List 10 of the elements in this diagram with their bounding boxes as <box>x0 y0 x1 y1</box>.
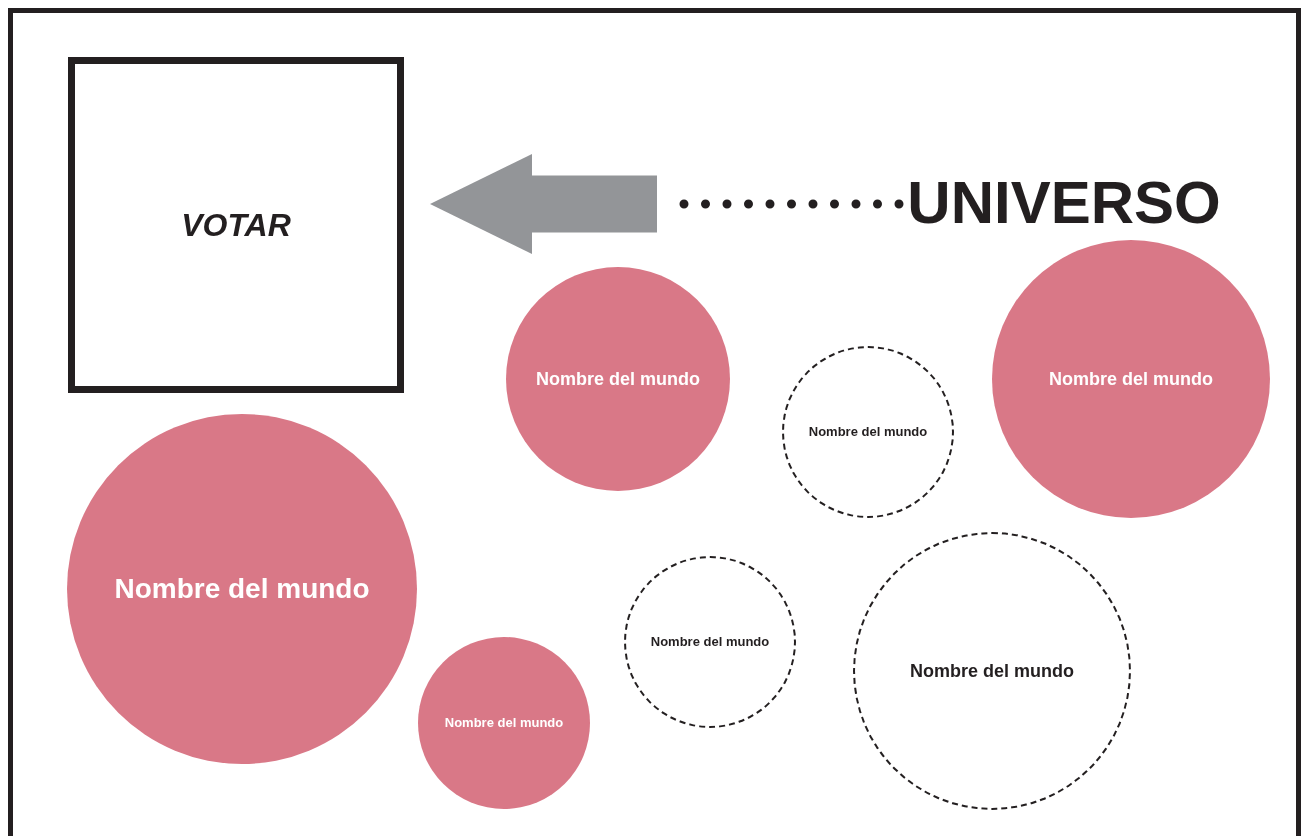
node-text: Nombre del mundo <box>807 423 929 442</box>
node-text: VOTAR <box>180 206 292 245</box>
node-text: Nombre del mundo <box>113 572 371 606</box>
node-text: Nombre del mundo <box>649 633 771 652</box>
vote-box <box>68 57 404 393</box>
node-text: Nombre del mundo <box>909 659 1075 683</box>
node-text: Nombre del mundo <box>1048 367 1214 391</box>
node-text: Nombre del mundo <box>443 714 565 733</box>
universe-label: UNIVERSO <box>905 166 1223 240</box>
node-text: Nombre del mundo <box>535 367 701 391</box>
